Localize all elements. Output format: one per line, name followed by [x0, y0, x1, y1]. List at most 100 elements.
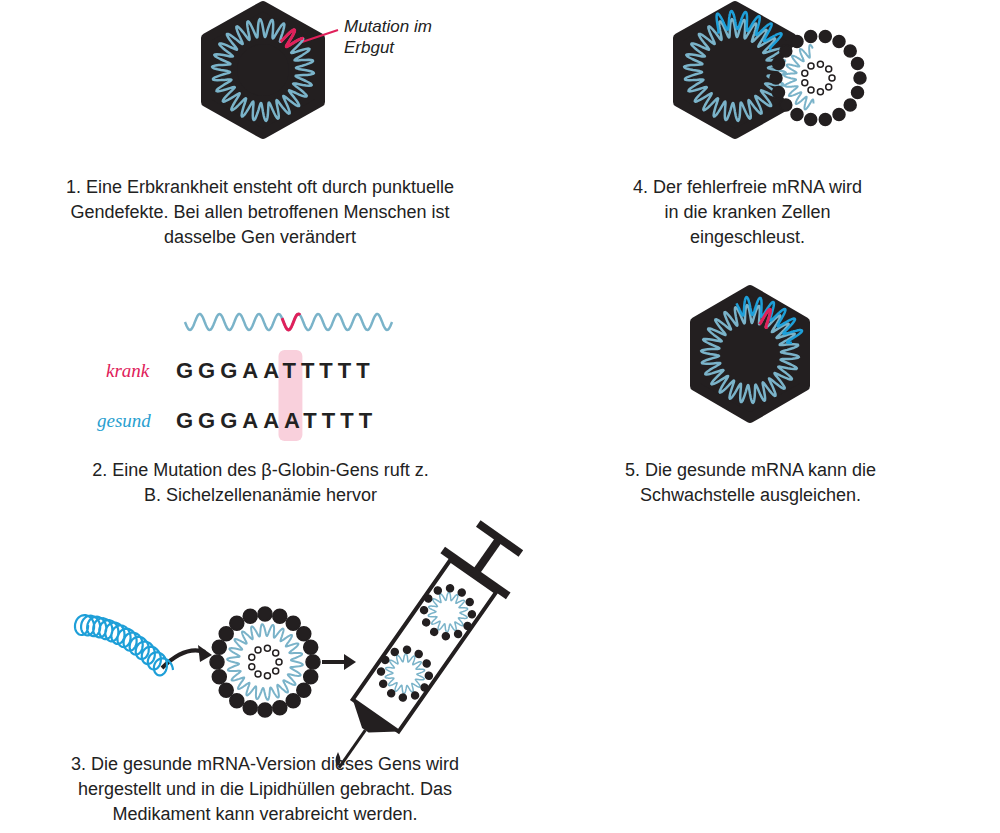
- lipid-dot: [773, 86, 785, 98]
- lipid-dot: [808, 63, 814, 69]
- mrna-strand: [684, 19, 786, 121]
- lipid-dot: [255, 671, 261, 677]
- lipid-dot: [212, 670, 226, 684]
- lipid-dot: [306, 655, 320, 669]
- lipid-dot: [219, 627, 233, 641]
- lipid-dot: [433, 586, 443, 596]
- lipid-dot: [791, 108, 803, 120]
- lipid-dot: [380, 655, 390, 665]
- lipid-dot: [833, 108, 845, 120]
- lipid-dot: [286, 616, 300, 630]
- lipid-dot: [219, 683, 233, 697]
- lipid-dot: [212, 640, 226, 654]
- lipid-dot: [249, 654, 255, 660]
- lipid-dot: [264, 645, 270, 651]
- lipid-dot: [453, 629, 463, 639]
- lipid-dot: [421, 618, 431, 628]
- lipid-dot: [829, 75, 835, 81]
- lipid-dot: [819, 113, 831, 125]
- lipid-dot: [819, 31, 831, 43]
- lipid-dot: [255, 647, 261, 653]
- arrow: [162, 650, 205, 668]
- leader-line: [302, 30, 338, 42]
- lipid-dot: [230, 616, 244, 630]
- lipid-dot: [441, 631, 451, 641]
- mrna-strand: [377, 646, 432, 701]
- lipid-dot: [243, 701, 257, 715]
- cell: [678, 6, 792, 134]
- lipid-dot: [467, 609, 477, 619]
- dna-sequence: GGGAATTTTT: [176, 358, 375, 384]
- lipid-dot: [805, 113, 817, 125]
- lipid-dot: [805, 31, 817, 43]
- lipid-dot: [833, 36, 845, 48]
- lipid-dot: [465, 597, 475, 607]
- step-caption: 1. Eine Erbkrankheit ensteht oft durch p…: [45, 175, 475, 250]
- lipid-dot: [773, 58, 785, 70]
- mrna-strand: [227, 624, 303, 700]
- lipid-dot: [398, 693, 408, 703]
- mrna-strand: [717, 11, 782, 49]
- lipid-dot: [844, 45, 856, 57]
- lipid-dot: [457, 588, 467, 598]
- lipid-dot: [230, 694, 244, 708]
- mrna-strand: [420, 585, 475, 640]
- lipid-dot: [844, 99, 856, 111]
- lipid-dot: [304, 640, 318, 654]
- lipid-dot: [780, 45, 792, 57]
- arrowhead: [344, 654, 356, 670]
- lipid-dot: [273, 668, 279, 674]
- cell: [695, 290, 805, 418]
- step-caption: 3. Die gesunde mRNA-Version dieses Gens …: [45, 752, 485, 827]
- mrna-strand: [701, 305, 799, 403]
- nanoparticle-core: [778, 38, 858, 118]
- lipid-dot: [852, 58, 864, 70]
- lipid-dot: [273, 609, 287, 623]
- mrna-strand: [760, 309, 771, 327]
- lipid-dot: [297, 683, 311, 697]
- lipid-dot: [276, 659, 282, 665]
- lipid-dot: [463, 621, 473, 631]
- lipid-dot: [854, 72, 866, 84]
- lipid-dot: [419, 605, 429, 615]
- lipid-dot: [791, 36, 803, 48]
- arrow: [322, 660, 346, 664]
- lipid-dot: [420, 683, 430, 693]
- gene-strand: [185, 314, 392, 330]
- lipid-dot: [780, 99, 792, 111]
- lipid-dot: [273, 701, 287, 715]
- callout-label: Mutation im Erbgut: [344, 16, 432, 58]
- step-caption: 2. Eine Mutation des β-Globin-Gens ruft …: [88, 458, 433, 508]
- lipid-dot: [817, 89, 823, 95]
- lipid-dot: [286, 694, 300, 708]
- lipid-dot: [273, 650, 279, 656]
- lipid-dot: [414, 649, 424, 659]
- lipid-dot: [429, 627, 439, 637]
- lipid-dot: [386, 688, 396, 698]
- lipid-dot: [297, 627, 311, 641]
- step-caption: 5. Die gesunde mRNA kann die Schwachstel…: [618, 458, 883, 508]
- lipid-dot: [424, 671, 434, 681]
- lipid-dot: [264, 673, 270, 679]
- lipid-dot: [445, 583, 455, 593]
- cell: [206, 6, 320, 134]
- lipid-dot: [802, 80, 808, 86]
- lipid-dot: [770, 72, 782, 84]
- lipid-dot: [802, 70, 808, 76]
- lipid-dot: [422, 659, 432, 669]
- mrna-coil: [75, 615, 173, 675]
- lipid-dot: [390, 647, 400, 657]
- mrna-strand: [212, 19, 314, 121]
- lipid-dot: [210, 655, 224, 669]
- step-caption: 4. Der fehlerfreie mRNA wird in die kran…: [630, 175, 865, 250]
- lipid-dot: [817, 61, 823, 67]
- gene-strand: [282, 314, 300, 330]
- lipid-dot: [402, 645, 412, 655]
- lipid-dot: [852, 86, 864, 98]
- lipid-dot: [423, 594, 433, 604]
- lipid-dot: [304, 670, 318, 684]
- mrna-strand: [281, 30, 303, 47]
- nucleus: [237, 44, 289, 96]
- lipid-dot: [410, 691, 420, 701]
- dna-sequence: GGGAAATTTT: [176, 408, 377, 434]
